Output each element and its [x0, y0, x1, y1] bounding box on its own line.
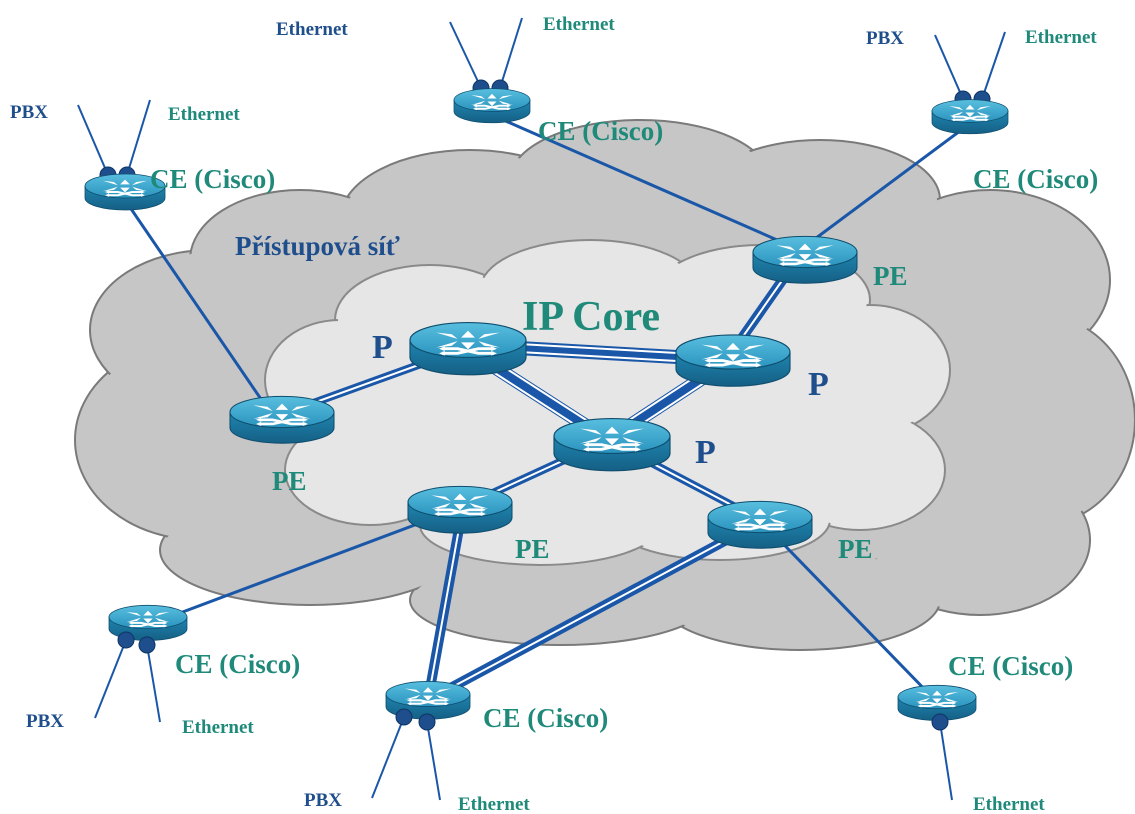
p-label-center: P [695, 434, 716, 471]
port-dot-icon [931, 713, 949, 731]
pbx-label-top-right: PBX [866, 28, 904, 49]
router-icon [454, 89, 530, 123]
ip-core-cloud [264, 239, 951, 566]
ce-label-bottom: CE (Cisco) [483, 703, 608, 733]
pbx-label-left: PBX [10, 102, 48, 123]
ce-label-right: CE (Cisco) [973, 164, 1098, 194]
link-ce-left-to-pe-left [123, 199, 267, 406]
router-icon [554, 419, 670, 471]
ethernet-label-bottom-right: Ethernet [973, 794, 1045, 814]
link-ce-bottom-left-to-pe-bottom [147, 506, 461, 627]
ethernet-label-top-right: Ethernet [1025, 27, 1097, 48]
access-links [123, 113, 969, 702]
ce-label-bottom-left: CE (Cisco) [175, 649, 300, 679]
port-dot-icon [117, 631, 135, 649]
ip-core-label: IP Core [522, 294, 660, 340]
link-ce-right-to-pe-top [799, 123, 969, 252]
port-dot-icon [138, 636, 156, 654]
router-icon [753, 236, 857, 283]
router-icon [932, 100, 1008, 134]
pe-label-top: PE [873, 261, 908, 291]
p-label-left: P [372, 329, 393, 366]
ce-label-bottom-right: CE (Cisco) [948, 651, 1073, 681]
router-icon [410, 323, 526, 375]
link-pe-bottom-to-ce-bottom [423, 511, 467, 701]
pe-label-right: PE [838, 534, 873, 564]
port-dot-icon [395, 708, 413, 726]
router-icon [408, 486, 512, 533]
labels: Přístupová síť IP Core P P P PE PE PE PE… [10, 14, 1098, 814]
pbx-label-bottom-left: PBX [26, 711, 64, 732]
pbx-label-bottom: PBX [304, 790, 342, 811]
pe-label-left: PE [272, 466, 307, 496]
port-dot-icon [418, 713, 436, 731]
link-ce-top-to-pe-top [491, 113, 801, 252]
ce-label-top: CE (Cisco) [538, 116, 663, 146]
ethernet-label-bottom-left: Ethernet [182, 717, 254, 738]
link-pe-right-to-ce-bottom [425, 517, 763, 705]
p-label-right: P [808, 366, 829, 403]
ce-label-left: CE (Cisco) [150, 164, 275, 194]
ethernet-label-bottom: Ethernet [458, 794, 530, 814]
router-icon [676, 335, 790, 386]
ethernet-label-left: Ethernet [168, 104, 240, 125]
ethernet-label-top: Ethernet [543, 14, 615, 35]
router-icon [708, 501, 812, 548]
access-network-label: Přístupová síť [235, 231, 400, 261]
bottom-port-dots [117, 631, 949, 731]
customer-wires [77, 17, 1006, 801]
ethernet-label-top-left: Ethernet [276, 19, 348, 40]
pe-label-bottom: PE [515, 534, 550, 564]
router-icon [230, 396, 334, 443]
link-ce-bottom-right-to-pe-right [758, 518, 937, 702]
